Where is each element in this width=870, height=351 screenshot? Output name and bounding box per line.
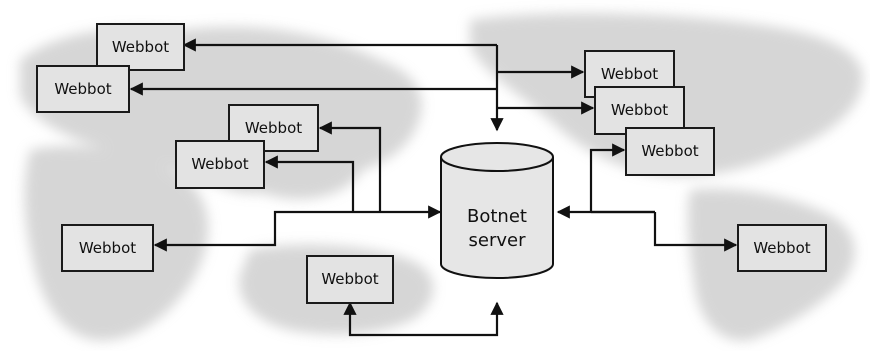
server-cylinder-body [440, 157, 554, 279]
webbot-label: Webbot [79, 239, 136, 257]
connector-oceania-server [343, 301, 504, 337]
server-label-line1: Botnet [467, 206, 527, 227]
connections [129, 38, 738, 337]
connector-to-namerica-3 [589, 143, 626, 212]
connector-to-asia-east-1 [318, 121, 382, 212]
connector-to-africa [153, 210, 353, 252]
botnet-server: Botnet server [440, 142, 554, 279]
connector-to-asia-east-2 [264, 155, 355, 212]
webbot-asia-east-2: Webbot [175, 140, 265, 189]
webbot-namerica-3: Webbot [625, 127, 715, 176]
webbot-label: Webbot [245, 119, 302, 137]
webbot-label: Webbot [601, 65, 658, 83]
connector-to-samerica [653, 212, 738, 252]
webbot-label: Webbot [321, 270, 378, 288]
webbot-label: Webbot [611, 101, 668, 119]
server-cylinder-top [440, 142, 554, 172]
webbot-oceania: Webbot [306, 255, 394, 304]
webbot-label: Webbot [54, 80, 111, 98]
webbot-europe: Webbot [36, 65, 130, 113]
webbot-label: Webbot [641, 142, 698, 160]
server-label-line2: server [469, 230, 527, 251]
webbot-africa: Webbot [61, 224, 154, 272]
webbot-samerica: Webbot [737, 224, 827, 272]
webbot-label: Webbot [112, 38, 169, 56]
webbot-label: Webbot [191, 155, 248, 173]
webbot-asia-north: Webbot [96, 23, 185, 71]
webbot-asia-east-1: Webbot [228, 104, 319, 152]
webbot-label: Webbot [753, 239, 810, 257]
webbot-namerica-2: Webbot [594, 86, 685, 135]
